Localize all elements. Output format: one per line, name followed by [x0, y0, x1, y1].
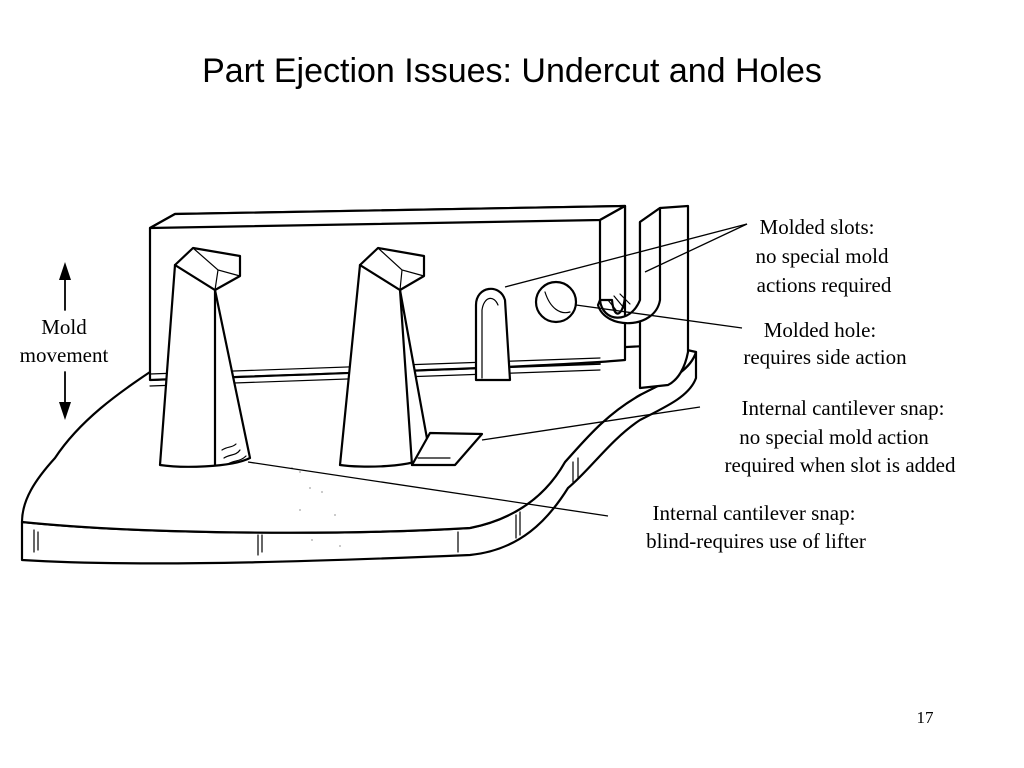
- snap-mid-column: [338, 263, 432, 468]
- label-mold-movement: Mold movement: [20, 315, 109, 367]
- edge-texture: [33, 457, 579, 556]
- surface-speckle: [291, 467, 341, 547]
- page-number: 17: [916, 708, 934, 727]
- label-snap-slot-line3: required when slot is added: [725, 453, 956, 477]
- slot-left-shadow: [481, 297, 499, 379]
- label-snap-blind: Internal cantilever snap: blind-requires…: [646, 501, 866, 553]
- label-snap-blind-line1: Internal cantilever snap:: [653, 501, 856, 525]
- hole-shadow: [544, 291, 571, 314]
- snap-left-base-marks: [221, 443, 247, 465]
- label-molded-slots-line2: no special mold: [756, 244, 889, 268]
- label-snap-slot-line1: Internal cantilever snap:: [742, 396, 945, 420]
- mold-movement-arrow: [59, 262, 71, 420]
- label-molded-slots-line3: actions required: [757, 273, 892, 297]
- snap-mid-side: [398, 288, 414, 467]
- leader-lines: [247, 223, 748, 517]
- label-snap-slot: Internal cantilever snap: no special mol…: [725, 396, 956, 477]
- slide-title: Part Ejection Issues: Undercut and Holes: [202, 52, 822, 90]
- snap-mid-hook: [358, 246, 426, 292]
- wall-right-front: [598, 204, 627, 315]
- molded-slot-left: [474, 287, 512, 382]
- label-snap-blind-line2: blind-requires use of lifter: [646, 529, 866, 553]
- snap-left-hook-top: [192, 247, 241, 291]
- label-molded-slots: Molded slots: no special mold actions re…: [756, 215, 892, 297]
- molded-slot-right: [596, 206, 662, 325]
- snap-left-column: [158, 263, 252, 468]
- molded-hole: [534, 280, 578, 324]
- label-molded-slots-line1: Molded slots:: [760, 215, 875, 239]
- label-snap-slot-line2: no special mold action: [739, 425, 929, 449]
- label-molded-hole-line2: requires side action: [743, 345, 907, 369]
- base-slot: [410, 431, 484, 467]
- label-mold-movement-line1: Mold: [41, 315, 87, 339]
- label-molded-hole-line1: Molded hole:: [764, 318, 877, 342]
- snap-left-hook: [173, 246, 242, 292]
- label-molded-hole: Molded hole: requires side action: [743, 318, 907, 369]
- slot-hatching: [607, 293, 631, 311]
- label-mold-movement-line2: movement: [20, 343, 109, 367]
- snap-mid-hook-top: [377, 247, 425, 291]
